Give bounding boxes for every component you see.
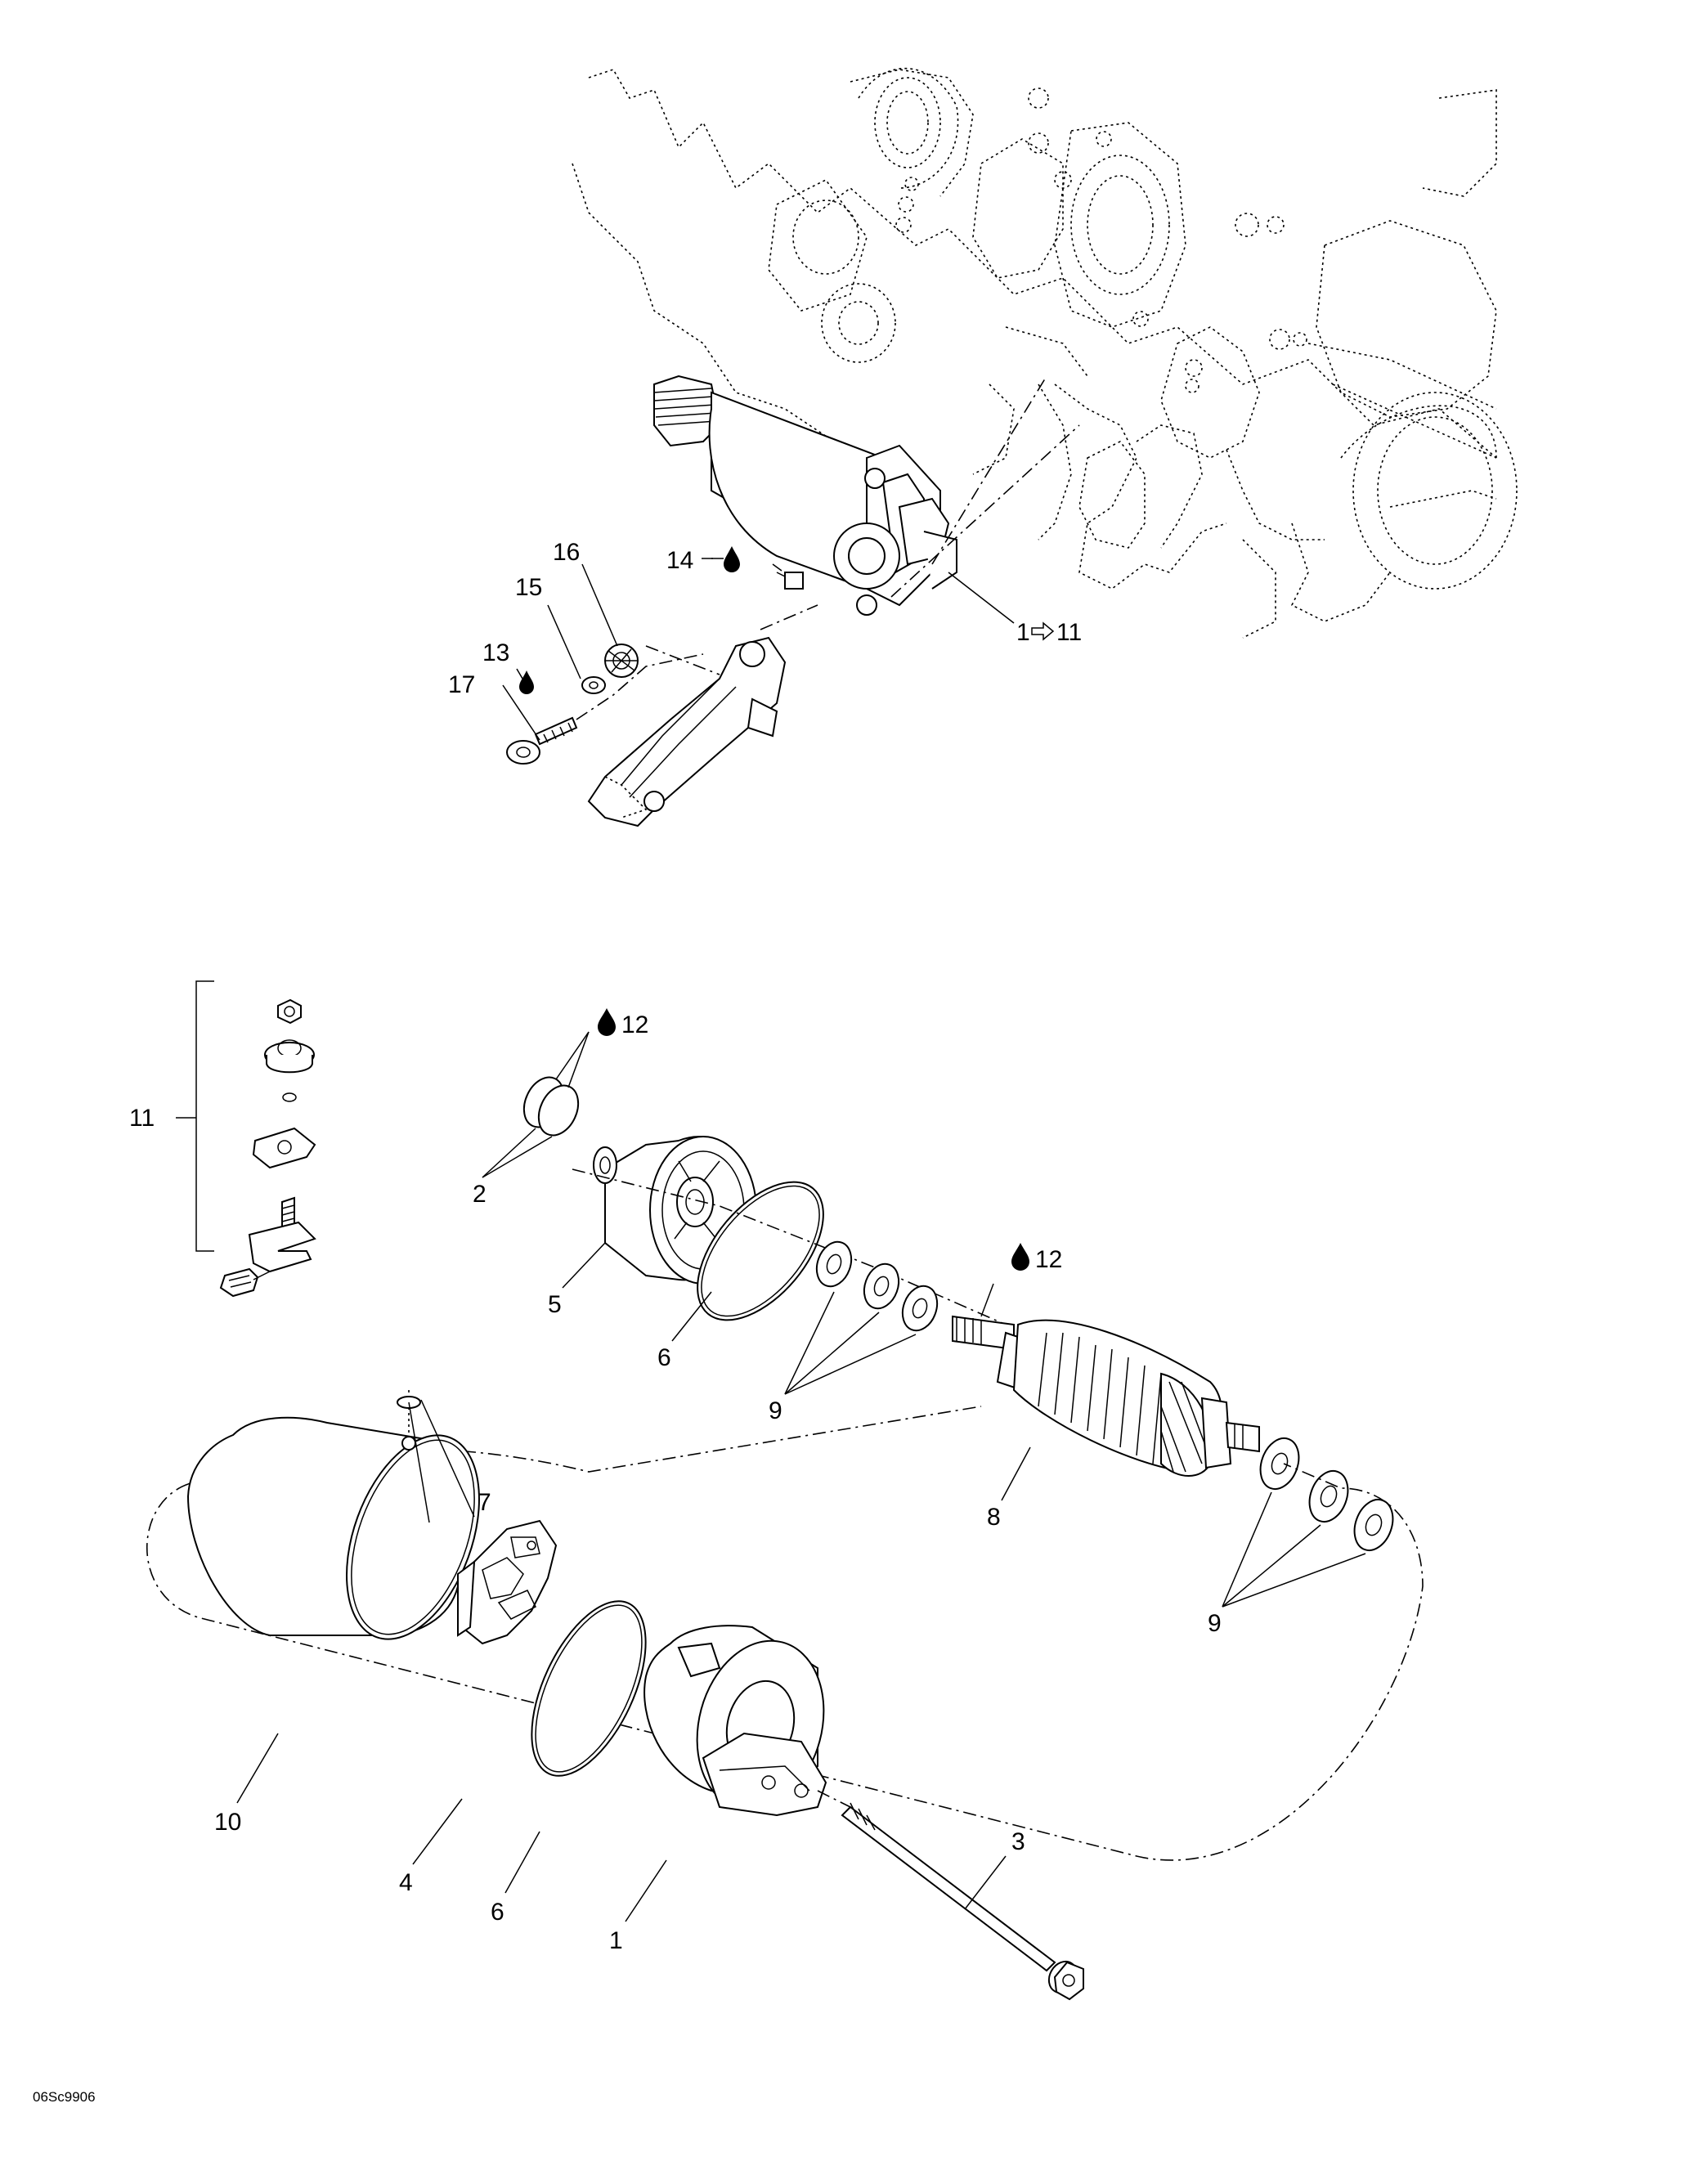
callout-4: 4 (399, 1869, 413, 1896)
oil-drop-icon (724, 546, 740, 572)
o-ring-large-lower (531, 1600, 647, 1777)
armature (952, 1315, 1260, 1477)
alignment-line (645, 645, 720, 675)
o-ring-large-lower-inner (535, 1604, 643, 1773)
starter-hardware (506, 644, 704, 765)
callout-11-range: 11 (1056, 619, 1082, 646)
yoke-housing (186, 1390, 480, 1640)
alignment-line (760, 604, 818, 630)
callout-3: 3 (1011, 1828, 1025, 1855)
callout-7: 7 (478, 1489, 491, 1516)
callout-12-b: 12 (1035, 1246, 1062, 1273)
right-outline-arrow-icon (1031, 621, 1055, 641)
callout-6-upper: 6 (657, 1344, 671, 1371)
commutator-end-housing (643, 1625, 851, 1817)
o-ring-large-inner (701, 1185, 820, 1317)
callout-9-upper: 9 (769, 1397, 782, 1424)
oil-drop-icon (598, 1008, 616, 1036)
terminal-kit (195, 980, 316, 1298)
callout-13: 13 (482, 639, 509, 666)
callout-17: 17 (448, 671, 475, 698)
drawing-code: 06Sc9906 (33, 2089, 96, 2105)
starter-bracket (587, 636, 787, 827)
callout-16: 16 (553, 539, 580, 566)
engine-block-outline (572, 67, 1518, 639)
callout-2: 2 (473, 1181, 487, 1208)
washers-upper (815, 1240, 939, 1332)
alignment-line (890, 424, 1080, 598)
callout-11: 11 (129, 1105, 155, 1132)
callout-6-lower: 6 (491, 1899, 504, 1926)
alignment-line (931, 375, 1047, 565)
callout-1-bottom: 1 (609, 1927, 623, 1954)
callout-1-top: 1 (1016, 619, 1030, 646)
through-bolt (841, 1802, 1084, 2001)
callout-5: 5 (548, 1291, 562, 1318)
oil-drop-icon (519, 670, 534, 694)
washers-lower (1259, 1437, 1394, 1551)
assembly-boundary (146, 1463, 1424, 1861)
callout-14: 14 (666, 547, 693, 574)
callout-10: 10 (214, 1809, 241, 1836)
leader-lines (176, 558, 1366, 1922)
callout-12-a: 12 (621, 1011, 648, 1038)
oil-drop-icon (1011, 1243, 1029, 1271)
callout-8: 8 (987, 1504, 1001, 1531)
shaft-centerline (572, 1168, 1007, 1325)
brush-holder (457, 1519, 558, 1645)
o-ring-large (697, 1181, 824, 1321)
callout-9-lower: 9 (1208, 1610, 1222, 1637)
starter-motor-assembly (653, 374, 957, 616)
o-rings (522, 1076, 580, 1137)
callout-15: 15 (515, 574, 542, 601)
